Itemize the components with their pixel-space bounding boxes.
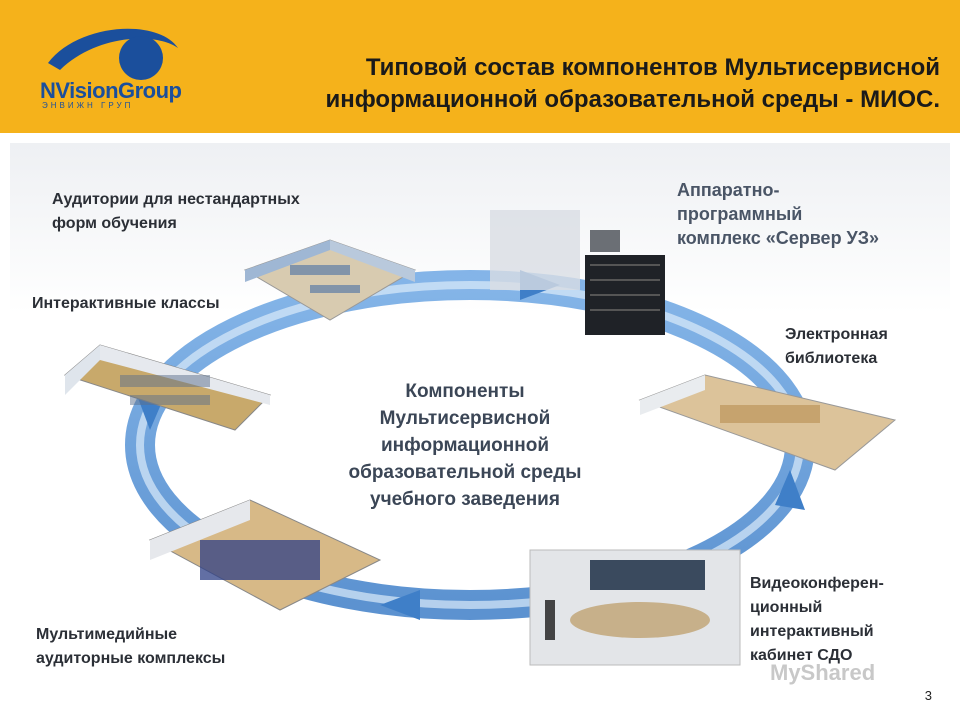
label-server-line3: комплекс «Сервер УЗ» — [677, 228, 880, 248]
watermark: MyShared — [770, 660, 876, 685]
label-multimedia: Мультимедийные аудиторные комплексы — [36, 623, 225, 671]
label-multimedia-line2: аудиторные комплексы — [36, 650, 226, 667]
auditorium-icon — [148, 499, 382, 611]
logo-subtext: ЭНВИЖН ГРУП — [42, 101, 134, 110]
label-nonstandard-line1: Аудитории для нестандартных — [52, 191, 300, 208]
interactive-class-icon — [63, 344, 271, 431]
title-line-2: информационной образовательной среды - М… — [325, 86, 940, 113]
center-line3: информационной — [380, 435, 550, 456]
label-interactive-classes: Интерактивные классы — [32, 295, 220, 312]
ring-arrow-bottom — [380, 590, 420, 620]
center-line4: образовательной среды — [348, 462, 582, 483]
label-video-line4: кабинет СДО — [750, 647, 853, 664]
center-line5: учебного заведения — [370, 489, 560, 510]
label-server-line1: Аппаратно- — [677, 180, 780, 200]
videoconference-icon — [529, 549, 741, 666]
center-caption: Компоненты Мультисервисной информационно… — [310, 378, 620, 513]
classroom-icon — [243, 239, 417, 321]
page-number: 3 — [924, 688, 932, 703]
label-server: Аппаратно- программный комплекс «Сервер … — [677, 178, 879, 250]
title-line-1: Типовой состав компонентов Мультисервисн… — [365, 54, 940, 81]
label-video-line2: ционный — [750, 599, 823, 616]
label-multimedia-line1: Мультимедийные — [36, 626, 178, 643]
ring-arrow-right — [775, 470, 805, 510]
logo-text: NVisionGroup — [40, 78, 182, 103]
label-server-line2: программный — [677, 204, 803, 224]
label-video-line1: Видеоконферен- — [750, 575, 884, 592]
server-icon — [490, 210, 665, 335]
label-library-line1: Электронная — [785, 326, 888, 343]
label-nonstandard-line2: форм обучения — [52, 215, 177, 232]
page-title: Типовой состав компонентов Мультисервисн… — [240, 52, 940, 116]
header-bar: NVisionGroup ЭНВИЖН ГРУП Типовой состав … — [0, 0, 960, 133]
label-video-line3: интерактивный — [750, 623, 874, 640]
center-line1: Компоненты — [405, 381, 525, 402]
center-line2: Мультисервисной — [379, 408, 551, 429]
library-icon — [638, 374, 897, 471]
label-nonstandard-audiences: Аудитории для нестандартных форм обучени… — [52, 188, 300, 236]
label-library: Электронная библиотека — [785, 323, 888, 371]
label-library-line2: библиотека — [785, 350, 878, 367]
label-videoconference: Видеоконферен- ционный интерактивный каб… — [750, 572, 884, 668]
logo-eye-icon — [48, 28, 178, 80]
